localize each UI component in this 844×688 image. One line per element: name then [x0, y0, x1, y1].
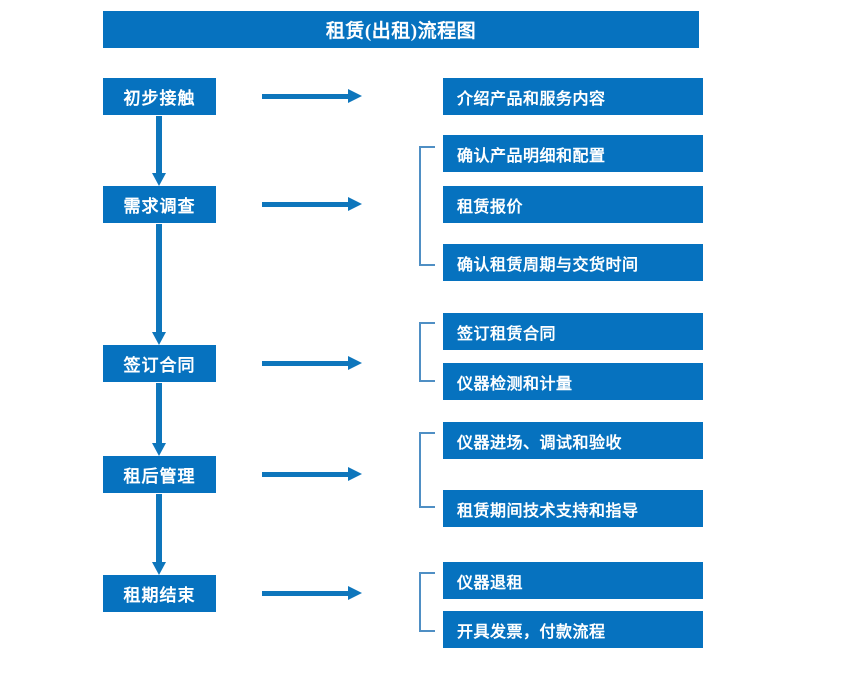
detail-box-introduce-products[interactable]: 介绍产品和服务内容 — [443, 78, 703, 115]
stage-box-initial-contact[interactable]: 初步接触 — [103, 78, 216, 115]
stage-box-needs-survey[interactable]: 需求调查 — [103, 186, 216, 223]
arrow-head-icon — [152, 332, 166, 345]
arrow-shaft — [262, 591, 350, 596]
arrow-head-icon — [348, 586, 362, 600]
arrow-head-icon — [152, 562, 166, 575]
vertical-arrow-4 — [152, 494, 166, 575]
detail-box-sign-rental-contract[interactable]: 签订租赁合同 — [443, 313, 703, 350]
diagram-title: 租赁(出租)流程图 — [103, 11, 699, 48]
horizontal-arrow-5 — [262, 586, 362, 600]
horizontal-arrow-4 — [262, 467, 362, 481]
arrow-shaft — [262, 94, 350, 99]
stage-box-rental-end[interactable]: 租期结束 — [103, 575, 216, 612]
horizontal-arrow-2 — [262, 197, 362, 211]
vertical-arrow-3 — [152, 383, 166, 456]
stage-box-sign-contract[interactable]: 签订合同 — [103, 345, 216, 382]
detail-box-technical-support[interactable]: 租赁期间技术支持和指导 — [443, 490, 703, 527]
detail-box-confirm-rental-period[interactable]: 确认租赁周期与交货时间 — [443, 244, 703, 281]
detail-box-confirm-product-details[interactable]: 确认产品明细和配置 — [443, 135, 703, 172]
horizontal-arrow-3 — [262, 356, 362, 370]
vertical-arrow-2 — [152, 224, 166, 345]
vertical-arrow-1 — [152, 116, 166, 186]
arrow-head-icon — [348, 467, 362, 481]
arrow-head-icon — [152, 443, 166, 456]
group-bracket-sign-contract — [419, 322, 435, 382]
arrow-shaft — [156, 224, 162, 332]
arrow-shaft — [156, 383, 162, 443]
detail-box-instrument-onsite-commissioning[interactable]: 仪器进场、调试和验收 — [443, 422, 703, 459]
detail-box-invoice-payment[interactable]: 开具发票，付款流程 — [443, 611, 703, 648]
detail-box-instrument-inspection[interactable]: 仪器检测和计量 — [443, 363, 703, 400]
stage-box-post-rental-management[interactable]: 租后管理 — [103, 456, 216, 493]
arrow-shaft — [262, 472, 350, 477]
arrow-head-icon — [348, 89, 362, 103]
arrow-head-icon — [152, 173, 166, 186]
detail-box-rental-quotation[interactable]: 租赁报价 — [443, 186, 703, 223]
group-bracket-rental-end — [419, 572, 435, 632]
arrow-shaft — [262, 202, 350, 207]
arrow-shaft — [156, 494, 162, 562]
detail-box-instrument-return[interactable]: 仪器退租 — [443, 562, 703, 599]
arrow-head-icon — [348, 356, 362, 370]
group-bracket-needs-survey — [419, 146, 435, 266]
arrow-shaft — [156, 116, 162, 173]
horizontal-arrow-1 — [262, 89, 362, 103]
arrow-head-icon — [348, 197, 362, 211]
arrow-shaft — [262, 361, 350, 366]
group-bracket-post-rental — [419, 432, 435, 508]
